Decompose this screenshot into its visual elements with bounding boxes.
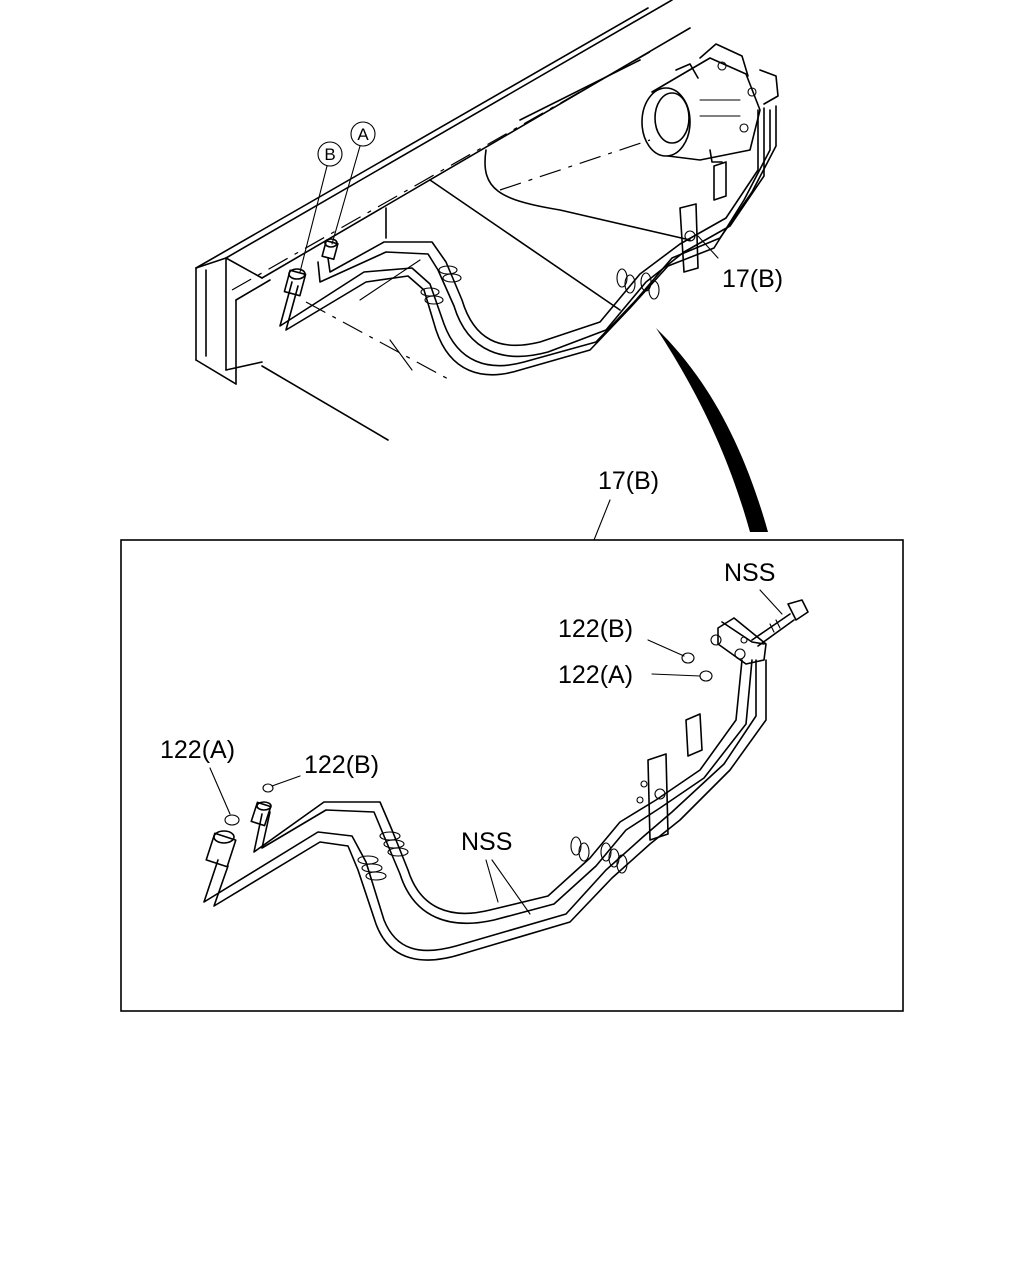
label-oring-b-left: 122(B)	[304, 751, 379, 779]
leader-oring-a-left	[209, 767, 231, 815]
callout-leader-pipe	[697, 235, 719, 259]
leader-nss-pipe-1	[485, 859, 499, 903]
detail-title: 17(B)	[598, 467, 659, 495]
label-oring-a-left: 122(A)	[160, 736, 235, 764]
detail-arrow	[656, 328, 768, 532]
oring-a-left	[224, 814, 240, 826]
overview-illustration: B A 17(B)	[195, 0, 783, 441]
detail-view: 17(B)	[120, 467, 904, 1012]
compressor	[641, 43, 779, 163]
leader-nss-bolt	[759, 589, 783, 615]
frame-rail	[195, 0, 691, 441]
oring-b-left	[262, 783, 274, 793]
label-nss-pipes: NSS	[461, 828, 512, 856]
label-oring-a-right: 122(A)	[558, 661, 633, 689]
marker-a-label: A	[357, 125, 369, 144]
marker-a: A	[331, 121, 376, 245]
oring-a-right	[699, 670, 713, 682]
pipe-assembly-overview	[279, 105, 777, 376]
leader-oring-b-left	[271, 775, 301, 787]
label-nss-bolt: NSS	[724, 559, 775, 587]
label-oring-b-right: 122(B)	[558, 615, 633, 643]
marker-b: B	[299, 141, 343, 273]
oring-b-right	[681, 652, 695, 664]
leader-oring-a-right	[651, 673, 701, 677]
detail-title-leader	[593, 499, 611, 541]
pipe-assembly-detail	[203, 599, 809, 961]
leader-oring-b-right	[647, 639, 685, 657]
detail-frame	[120, 539, 904, 1012]
tank-outline	[305, 59, 691, 381]
leader-nss-pipe-2	[491, 859, 531, 915]
marker-b-label: B	[324, 145, 335, 164]
callout-pipe-label: 17(B)	[722, 265, 783, 293]
